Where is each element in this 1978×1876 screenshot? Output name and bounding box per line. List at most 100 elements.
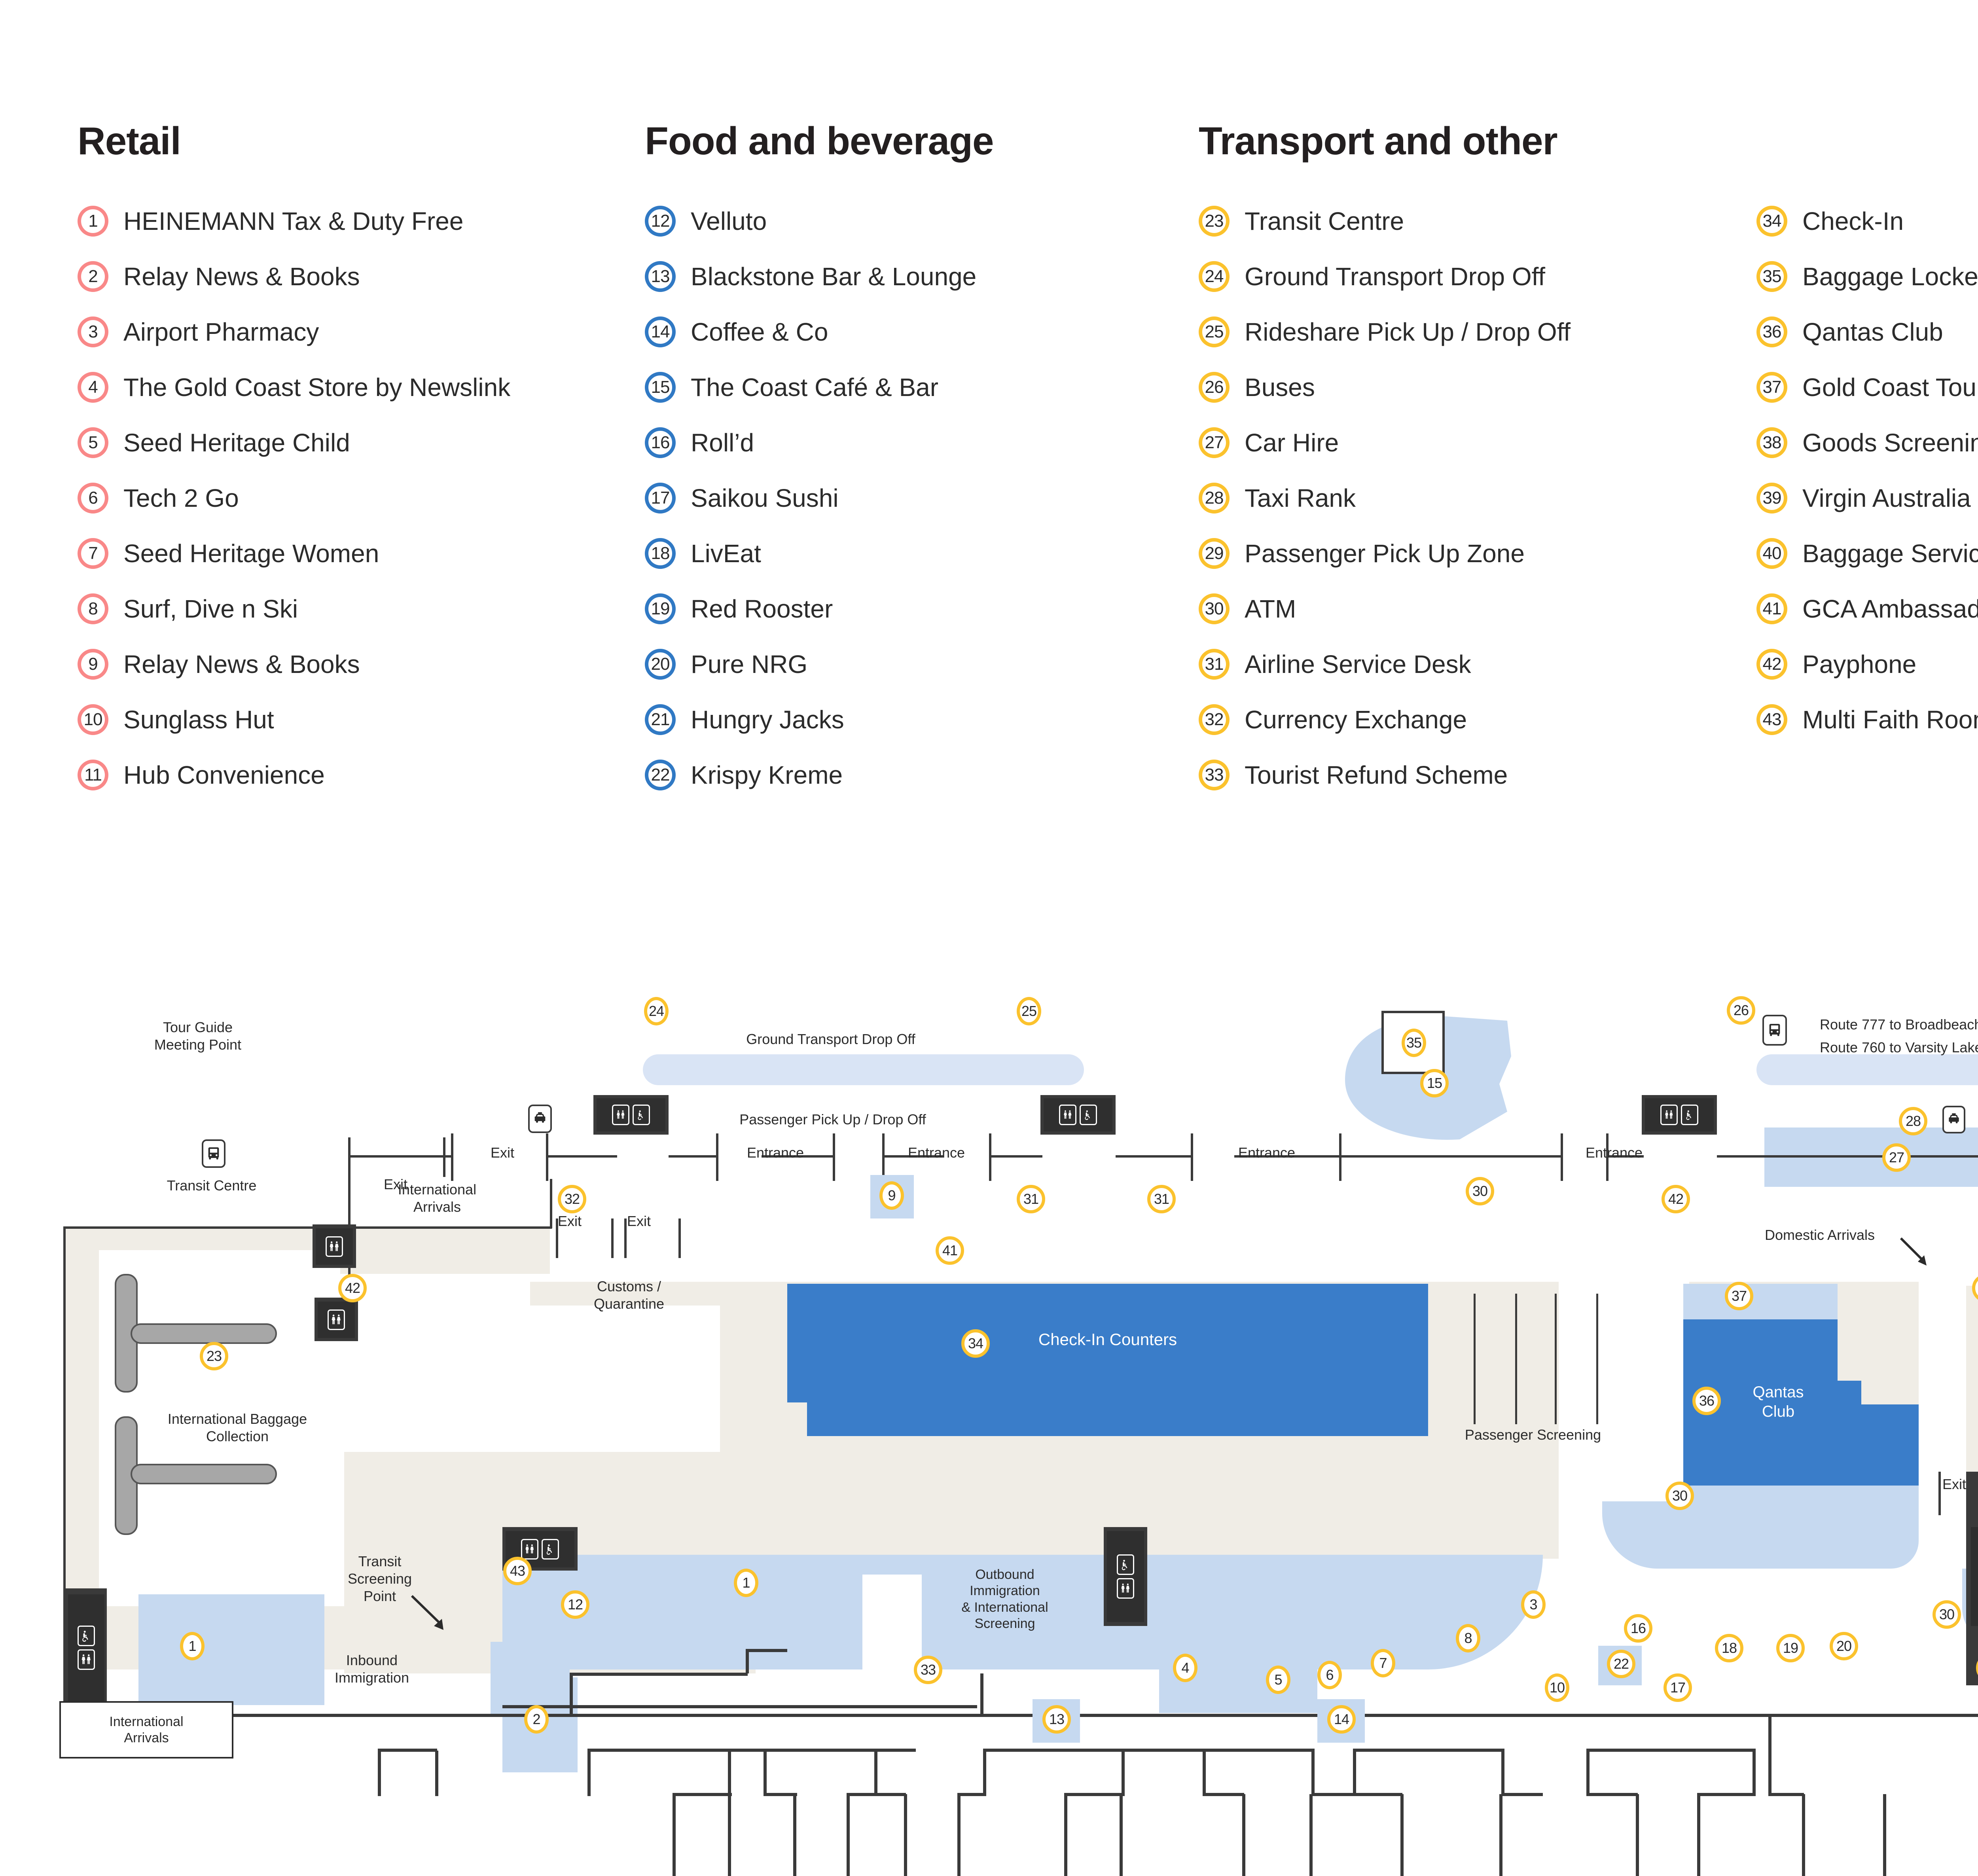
map-badge-1-arrivals[interactable]: 1	[180, 1632, 205, 1660]
label-exit: Exit	[557, 1213, 582, 1229]
map-badge-35[interactable]: 35	[1402, 1029, 1426, 1057]
zone-qantas-club-step2	[1861, 1404, 1919, 1486]
map-badge-42-west[interactable]: 42	[338, 1274, 367, 1302]
map-badge-12[interactable]: 12	[561, 1590, 589, 1619]
map-badge-22[interactable]: 22	[1607, 1650, 1635, 1678]
map-badge-31-east[interactable]: 31	[1147, 1185, 1176, 1213]
map-badge-33[interactable]: 33	[914, 1656, 942, 1684]
pier-left-1516	[1353, 1749, 1356, 1796]
map-badge-30-exit[interactable]: 30	[1933, 1600, 1961, 1629]
map-badge-27[interactable]: 27	[1882, 1143, 1911, 1172]
map-badge-17[interactable]: 17	[1663, 1673, 1692, 1702]
map-badge-2-arrivals[interactable]: 2	[524, 1705, 549, 1734]
map-badge-42-east[interactable]: 42	[1662, 1185, 1690, 1213]
map-badge-13[interactable]: 13	[1042, 1705, 1071, 1734]
map-badge-16[interactable]: 16	[1624, 1614, 1652, 1643]
map-badge-9[interactable]: 9	[879, 1181, 904, 1210]
restroom-icon	[328, 1309, 345, 1330]
map-badge-41[interactable]: 41	[936, 1236, 964, 1265]
map-badge-23[interactable]: 23	[200, 1342, 228, 1370]
map-badge-30-cafe[interactable]: 30	[1466, 1177, 1494, 1205]
bus-icon-box-routes	[1762, 1015, 1787, 1046]
map-badge-32[interactable]: 32	[558, 1185, 586, 1213]
map-badge-10[interactable]: 10	[1545, 1673, 1569, 1702]
map-badge-26[interactable]: 26	[1727, 996, 1755, 1025]
map-badge-15[interactable]: 15	[1420, 1069, 1449, 1097]
label-transit-centre: Transit Centre	[167, 1177, 257, 1194]
terminal-floor-map: Tour Guide Meeting Point Transit Centre …	[0, 878, 1978, 1876]
map-badge-36[interactable]: 36	[1692, 1387, 1721, 1415]
map-badge-18[interactable]: 18	[1715, 1634, 1743, 1662]
map-badge-24[interactable]: 24	[644, 997, 669, 1025]
map-badge-31-west[interactable]: 31	[1017, 1185, 1045, 1213]
map-badge-25[interactable]: 25	[1017, 997, 1041, 1025]
map-badge-1-outbound[interactable]: 1	[734, 1569, 758, 1597]
map-badge-5[interactable]: 5	[1266, 1666, 1290, 1694]
legend-item[interactable]: 11 Hub Convenience	[78, 747, 623, 803]
amenities-intl-arrivals	[68, 1594, 104, 1701]
map-badge-34[interactable]: 34	[961, 1329, 990, 1358]
map-badge-20[interactable]: 20	[1830, 1632, 1858, 1660]
corridor-riser-immigration-b	[746, 1650, 749, 1673]
corridor-line-west-b	[435, 1751, 438, 1796]
map-badge-30-domestic[interactable]: 30	[1665, 1482, 1694, 1510]
map-badge-43[interactable]: 43	[503, 1557, 532, 1585]
map-badge-7[interactable]: 7	[1371, 1649, 1395, 1677]
legend-item-label: Hub Convenience	[123, 761, 325, 789]
map-badge-28[interactable]: 28	[1899, 1107, 1927, 1135]
map-badge-19[interactable]: 19	[1776, 1634, 1805, 1662]
map-badge-4[interactable]: 4	[1173, 1654, 1197, 1682]
map-badge-8[interactable]: 8	[1456, 1624, 1480, 1652]
map-badge-14[interactable]: 14	[1327, 1705, 1356, 1734]
zone-outbound-retail-east	[977, 1555, 1543, 1669]
label-exit: Exit	[383, 1176, 407, 1192]
legend-badge: 11	[78, 760, 108, 790]
map-badge-3[interactable]: 3	[1521, 1590, 1546, 1619]
map-badge-37[interactable]: 37	[1725, 1282, 1753, 1310]
map-badge-6[interactable]: 6	[1317, 1661, 1342, 1689]
